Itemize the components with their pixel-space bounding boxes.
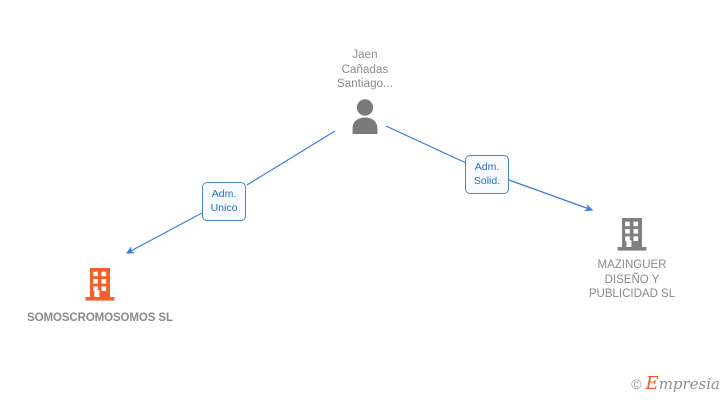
company-name-label: MAZINGUER DISEÑO Y PUBLICIDAD SL — [588, 259, 676, 301]
company-node-mazinguer[interactable]: MAZINGUER DISEÑO Y PUBLICIDAD SL — [577, 216, 687, 302]
person-icon — [352, 99, 378, 134]
brand-wordmark: Empresia — [645, 373, 720, 394]
building-icon — [85, 268, 115, 301]
brand-initial: E — [645, 373, 659, 394]
person-node[interactable]: Jaen Cañadas Santiago... — [305, 48, 425, 136]
building-icon — [617, 218, 647, 251]
edge-label-adm-solid[interactable]: Adm. Solid. — [465, 155, 509, 194]
brand-rest: mpresia — [658, 375, 720, 393]
copyright-icon: © — [631, 376, 642, 392]
empresia-watermark: © Empresia — [631, 373, 720, 394]
edge-label-adm-unico[interactable]: Adm. Unico — [202, 182, 246, 221]
company-name-label: SOMOSCROMOSOMOS SL — [27, 312, 173, 324]
person-name-label: Jaen Cañadas Santiago... — [336, 49, 394, 91]
company-node-somoscromosomos[interactable]: SOMOSCROMOSOMOS SL — [10, 266, 190, 326]
